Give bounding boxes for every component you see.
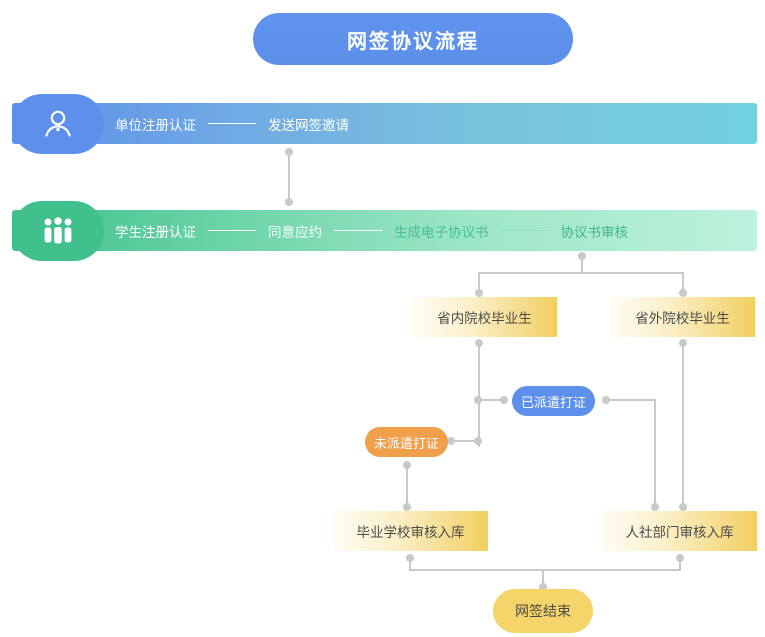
step-employer-register: 单位注册认证 xyxy=(115,117,196,133)
page-title: 网签协议流程 xyxy=(253,13,573,65)
node-finish[interactable]: 网签结束 xyxy=(493,589,593,633)
connector-split-stem xyxy=(581,252,583,274)
step-generate-agreement: 生成电子协议书 xyxy=(394,224,489,240)
connector-band1-band2 xyxy=(288,152,290,206)
connector-dot xyxy=(285,198,293,206)
connector-dot xyxy=(651,503,659,511)
connector-dot xyxy=(447,437,455,445)
connector-merge-right xyxy=(679,557,681,571)
connector-dot xyxy=(500,396,508,404)
employer-steps: 单位注册认证 发送网签邀请 xyxy=(115,103,349,144)
connector-dot xyxy=(285,148,293,156)
step-agree: 同意应约 xyxy=(268,224,322,240)
connector-dispatched-down xyxy=(654,399,656,506)
node-in-province[interactable]: 省内院校毕业生 xyxy=(412,297,557,337)
step-divider xyxy=(208,122,256,125)
connector-merge-stem xyxy=(542,569,544,587)
step-divider xyxy=(208,229,256,232)
connector-dot xyxy=(403,503,411,511)
three-people-icon xyxy=(40,216,76,246)
student-badge xyxy=(12,201,104,261)
connector-split-left xyxy=(478,272,480,294)
single-person-icon xyxy=(41,107,75,141)
connector-inprovince-down xyxy=(478,343,480,447)
node-dispatched[interactable]: 已派遣打证 xyxy=(512,386,595,416)
step-divider xyxy=(500,229,549,232)
step-divider xyxy=(334,229,382,232)
connector-dot xyxy=(578,252,586,260)
node-out-province[interactable]: 省外院校毕业生 xyxy=(610,297,755,337)
student-steps: 学生注册认证 同意应约 生成电子协议书 协议书审核 xyxy=(115,210,628,251)
connector-to-not-dispatched xyxy=(450,440,480,442)
connector-split-right xyxy=(682,272,684,294)
employer-badge xyxy=(12,94,104,154)
node-school-audit[interactable]: 毕业学校审核入库 xyxy=(333,511,488,551)
connector-dot xyxy=(679,289,687,297)
band-student xyxy=(12,210,757,251)
connector-split-bar xyxy=(479,272,683,274)
connector-dispatched-right xyxy=(606,399,656,401)
step-student-register: 学生注册认证 xyxy=(115,224,196,240)
connector-to-dispatched xyxy=(478,399,504,401)
band-employer xyxy=(12,103,757,144)
connector-dot xyxy=(539,583,547,591)
connector-outprovince-down xyxy=(682,343,684,506)
connector-dot xyxy=(679,503,687,511)
connector-dot xyxy=(475,289,483,297)
node-not-dispatched[interactable]: 未派遣打证 xyxy=(365,427,448,457)
connector-dot xyxy=(474,396,482,404)
connector-merge-bar xyxy=(409,569,681,571)
step-send-invite: 发送网签邀请 xyxy=(268,117,349,133)
connector-dot xyxy=(474,437,482,445)
connector-notdispatched-down xyxy=(406,465,408,508)
step-agreement-audit: 协议书审核 xyxy=(560,224,629,240)
connector-merge-left xyxy=(409,557,411,571)
node-hr-audit[interactable]: 人社部门审核入库 xyxy=(602,511,757,551)
